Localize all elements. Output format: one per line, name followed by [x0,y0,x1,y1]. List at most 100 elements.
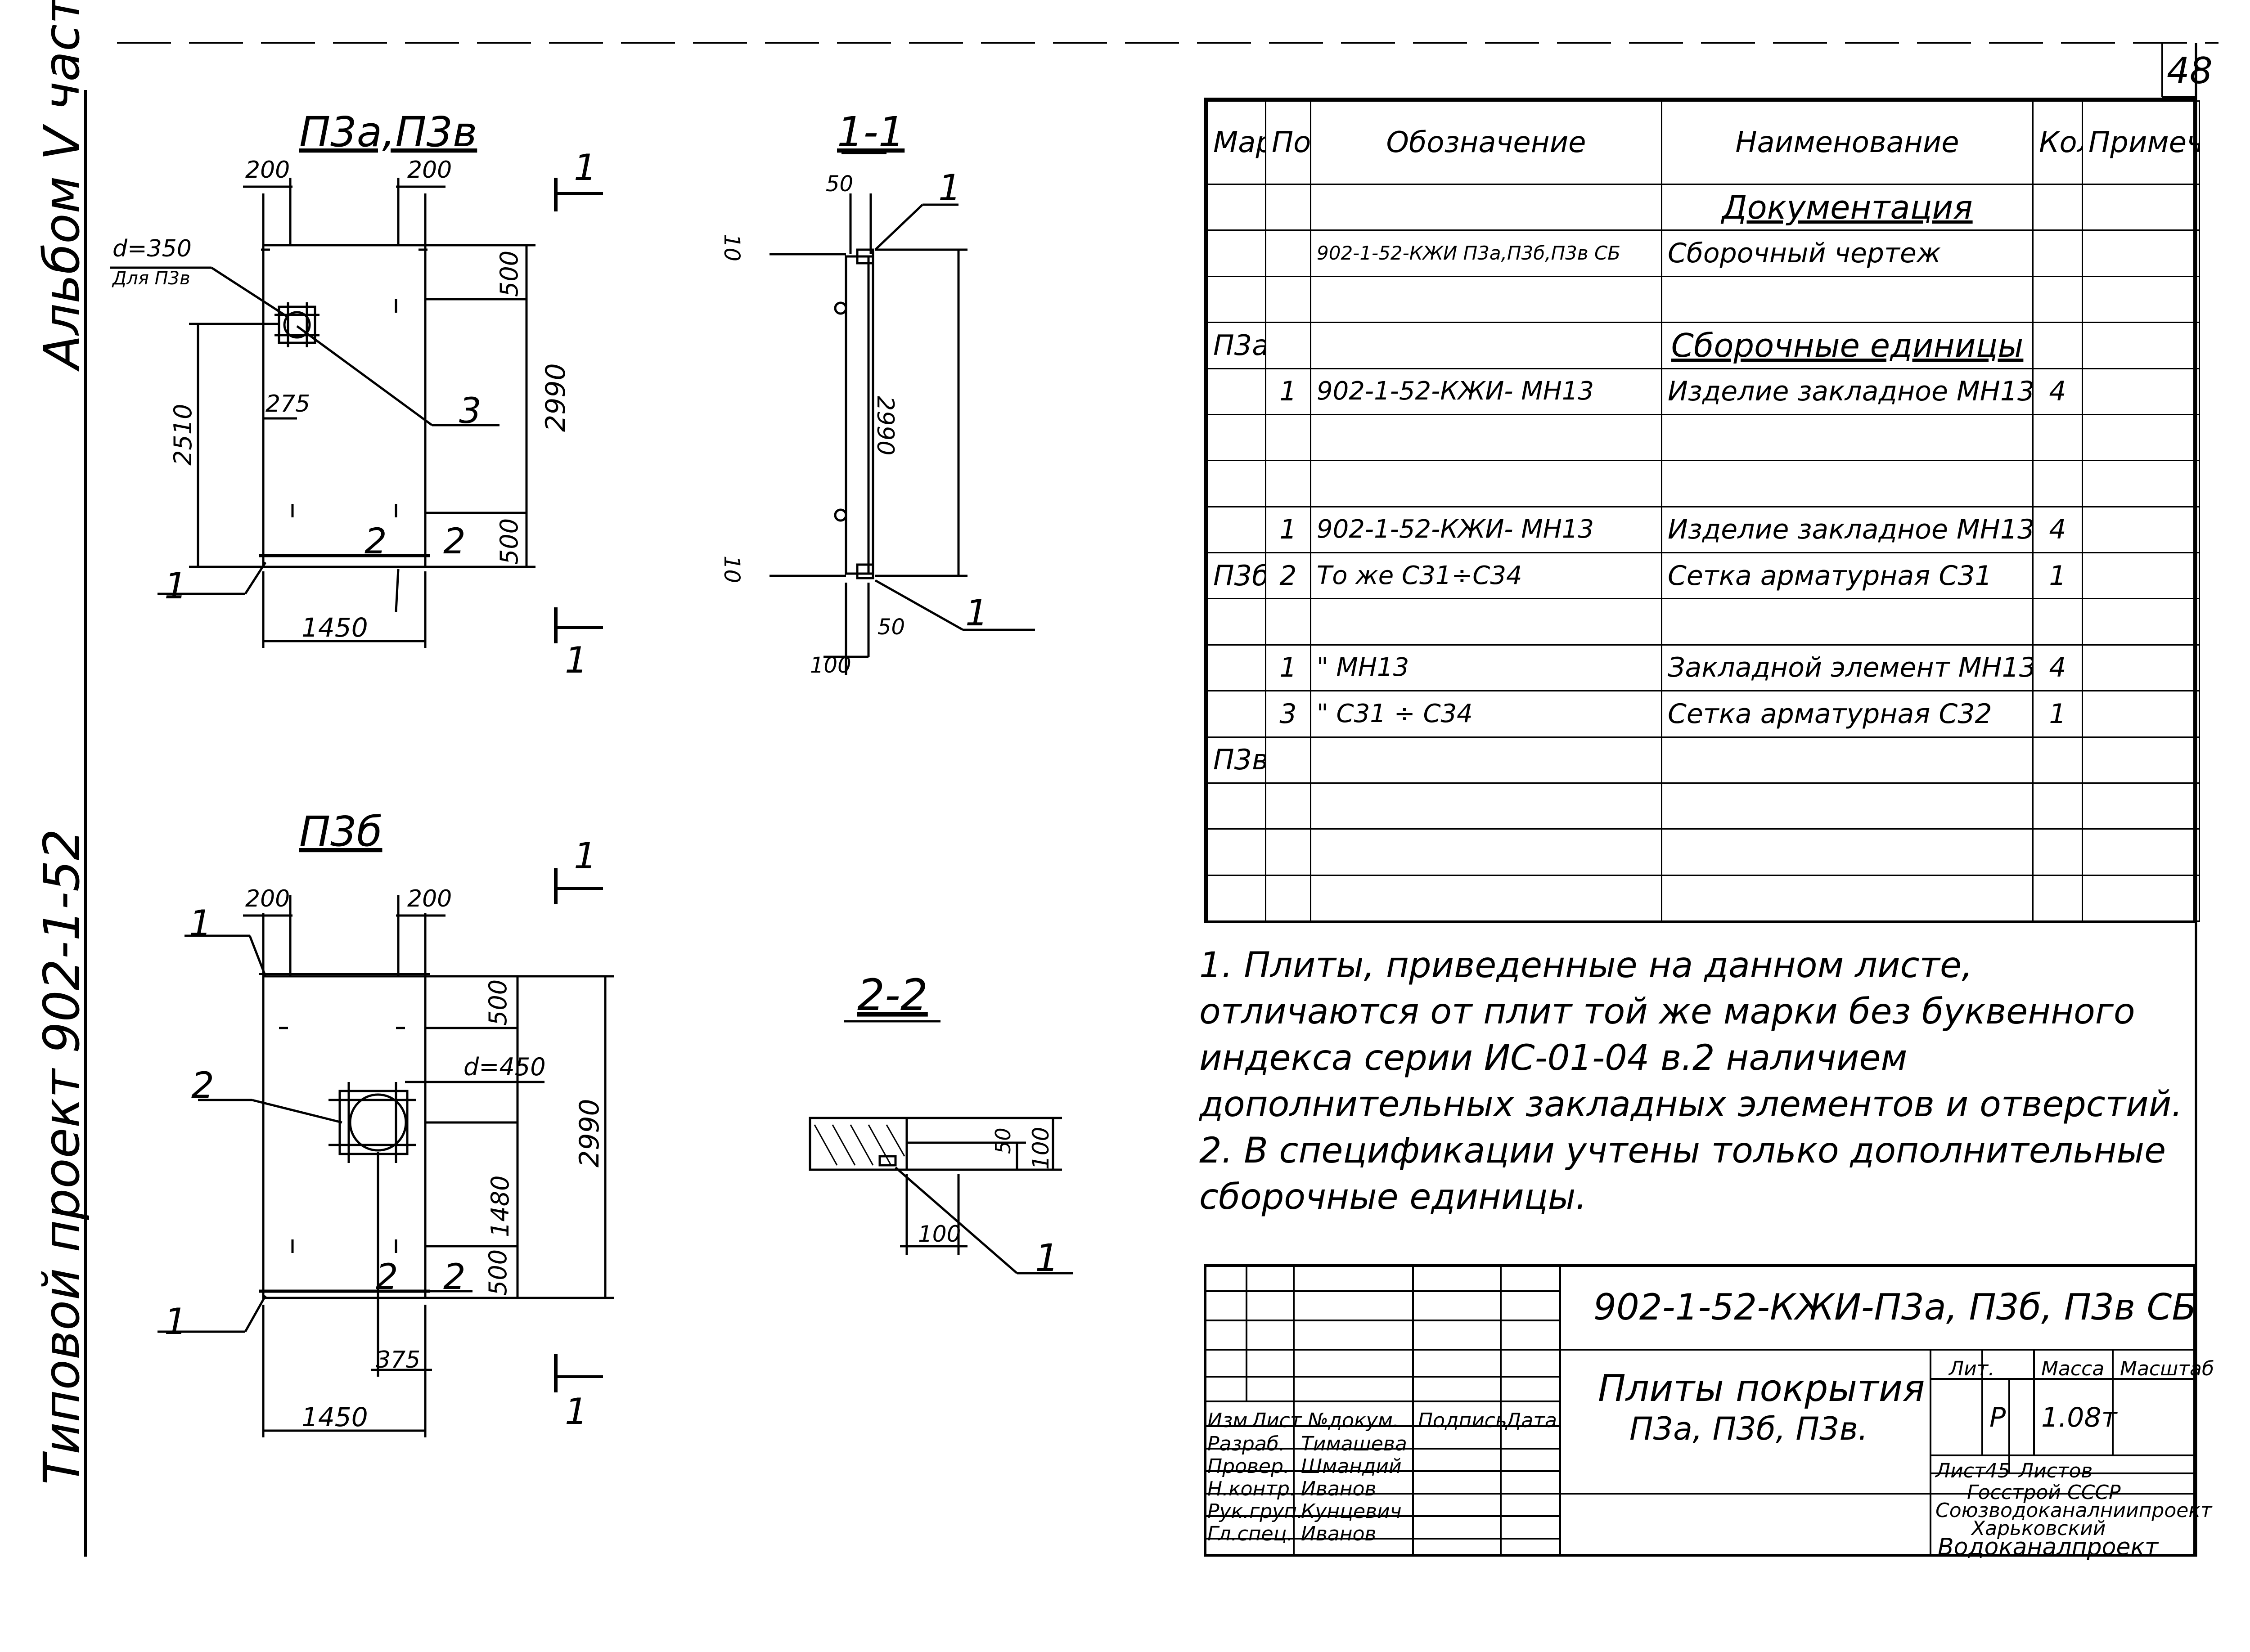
spec-cell-qty [2032,828,2083,876]
lit-label: Лит. [1949,1357,1995,1380]
dim-label: 200 [245,157,290,184]
dim-label: 2990 [540,363,572,432]
dim-label: 100 [918,1221,961,1247]
callout-label: 2 [443,1257,466,1297]
spec-cell-note [2082,828,2200,876]
spec-cell-qty [2032,598,2083,646]
title-block: 902-1-52-КЖИ-П3а, П3б, П3в СБ Плиты покр… [1204,1264,2214,1561]
spec-cell-pos [1265,736,1311,784]
callout-label: 2 [191,1064,214,1106]
org-line: Союзводоканалниипроект [1935,1499,2212,1522]
spec-row [1206,460,2200,507]
dim-note: Для П3в [112,268,190,289]
spec-cell-note [2082,460,2200,507]
spec-row [1206,874,2200,922]
spec-cell-note [2082,229,2200,277]
spec-cell-name [1661,413,2034,462]
spec-cell-code [1310,828,1662,876]
spec-cell-qty: 4 [2032,506,2083,554]
spec-cell-note [2082,874,2200,922]
section-mark-label: 1 [565,1391,588,1432]
sheets-label: Листов [2019,1459,2093,1482]
callout-label: 1 [164,565,187,607]
spec-cell-name: Сетка арматурная С31 [1661,552,2034,600]
spec-cell-code [1310,736,1662,784]
spec-row [1206,782,2200,830]
callout-label: 2 [376,1257,398,1297]
spec-cell-qty: 4 [2032,644,2083,692]
title-block-grid [1204,1264,2196,1557]
dim-label: 200 [245,885,290,912]
staff-name: Кунцевич [1301,1500,1402,1523]
spec-cell-mark [1206,275,1266,323]
view-section-1-1 [770,152,1035,675]
callout-label: 2 [443,521,466,562]
dim-label: 10 [719,556,744,583]
spec-cell-pos [1265,413,1311,462]
dim-label: 200 [407,885,452,912]
note-item: 1. Плиты, приведенные на данном листе, о… [1199,945,2183,1125]
org-line: Водоканалпроект [1938,1534,2159,1561]
dim-label: 200 [407,157,452,184]
view-section-2-2 [809,1020,1073,1275]
col-header-qty: Кол. [2032,100,2083,185]
dim-label: 275 [266,391,310,417]
tb-header-list: Лист [1251,1409,1302,1432]
spec-cell-pos [1265,183,1311,231]
side-stamp-project: Типовой проект 902-1-52 [33,829,90,1485]
spec-cell-qty [2032,460,2083,507]
section-mark-label: 1 [574,835,597,877]
staff-name: Тимашева [1301,1432,1407,1455]
opening-circle-p3b [349,1093,407,1152]
spec-cell-mark [1206,183,1266,231]
section-1-1-profile [845,255,874,575]
tb-header-date: Дата [1506,1409,1557,1432]
spec-cell-pos [1265,874,1311,922]
view-p3b [158,868,614,1437]
spec-cell-mark: П3б [1206,552,1266,600]
general-notes: 1. Плиты, приведенные на данном листе, о… [1199,943,2189,1221]
spec-cell-note [2082,690,2200,738]
spec-cell-qty: 4 [2032,368,2083,415]
spec-cell-note [2082,598,2200,646]
dim-label: 50 [878,615,905,640]
spec-cell-pos: 1 [1265,506,1311,554]
spec-cell-qty [2032,183,2083,231]
spec-cell-qty [2032,413,2083,462]
slab-outline-p3a [262,244,427,568]
document-code: 902-1-52-КЖИ-П3а, П3б, П3в СБ [1593,1286,2197,1328]
col-header-pos: Поз. [1265,100,1311,185]
dim-label: 50 [826,171,853,197]
dim-label: 500 [495,251,523,297]
spec-section-row: Документация [1206,183,2200,231]
spec-cell-name [1661,275,2034,323]
spec-cell-code [1310,782,1662,830]
drawing-labels: 48 П3а,П3в 200 200 d=350 Для П3в 500 251… [33,0,2213,1485]
spec-cell-qty: 1 [2032,552,2083,600]
spec-cell-name: Сборочный чертеж [1661,229,2034,277]
spec-cell-qty [2032,782,2083,830]
tb-header-sign: Подпись [1418,1409,1507,1432]
mass-value: 1.08т [2041,1402,2117,1433]
col-header-mark: Мар-ка [1206,100,1266,185]
col-header-code: Обозначение [1310,100,1662,185]
staff-role: Н.контр. [1207,1477,1296,1500]
staff-name: Шмандий [1301,1455,1402,1478]
spec-cell-name: Сборочные единицы [1661,322,2034,369]
org-line: Госстрой СССР [1967,1481,2121,1504]
spec-header-row: Мар-ка Поз. Обозначение Наименование Кол… [1206,100,2200,185]
spec-cell-code [1310,322,1662,369]
tb-header-izm: Изм [1207,1409,1248,1432]
spec-cell-note [2082,736,2200,784]
spec-row [1206,598,2200,646]
sheet-label: Лист [1935,1459,1986,1482]
callout-label: 1 [1035,1236,1059,1280]
spec-row [1206,413,2200,462]
view-title-p3b: П3б [299,808,382,856]
spec-cell-pos: 2 [1265,552,1311,600]
